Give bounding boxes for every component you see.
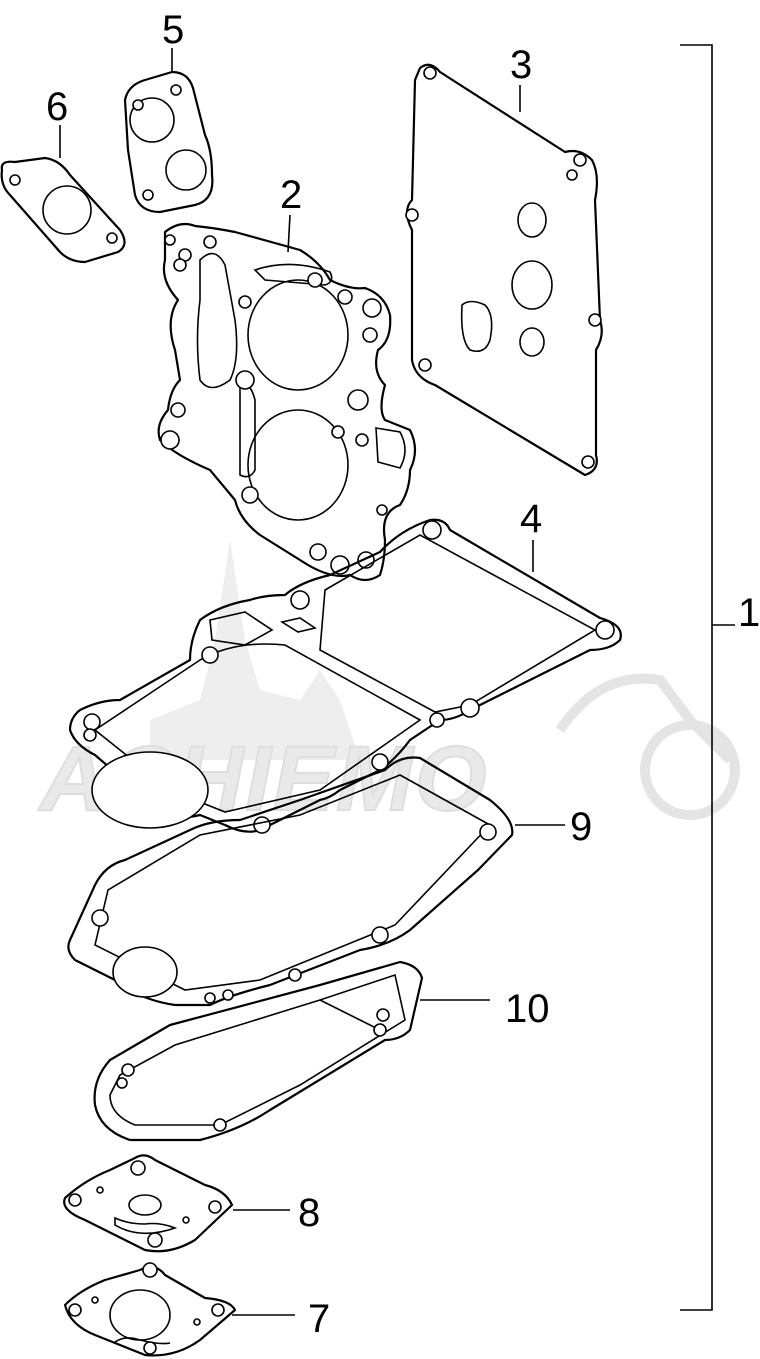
gasket-part-4 bbox=[68, 518, 622, 834]
callout-8: 8 bbox=[298, 1191, 320, 1235]
gasket-part-10 bbox=[93, 960, 424, 1142]
callout-2: 2 bbox=[280, 173, 302, 217]
leader-1 bbox=[680, 44, 735, 1311]
gasket-part-9 bbox=[67, 756, 514, 1007]
gasket-part-8 bbox=[63, 1154, 234, 1253]
watermark-motorcycle bbox=[555, 673, 734, 764]
gasket-part-6 bbox=[0, 156, 126, 264]
leader-lines bbox=[59, 44, 735, 1316]
gasket-part-2 bbox=[157, 222, 417, 582]
callout-1: 1 bbox=[738, 591, 760, 635]
callout-3: 3 bbox=[510, 43, 532, 87]
leader-2 bbox=[287, 214, 291, 253]
callout-9: 9 bbox=[570, 805, 592, 849]
gasket-part-5 bbox=[123, 70, 214, 214]
callout-7: 7 bbox=[308, 1297, 330, 1341]
callout-10: 10 bbox=[505, 987, 550, 1031]
gasket-part-7 bbox=[63, 1262, 237, 1357]
callout-labels: 1 2 3 4 5 6 7 8 9 10 bbox=[46, 8, 760, 1341]
watermark-wheel bbox=[640, 720, 740, 820]
callout-4: 4 bbox=[520, 497, 542, 541]
gasket-part-3 bbox=[405, 63, 603, 477]
watermark-castle bbox=[150, 540, 360, 760]
callout-6: 6 bbox=[46, 85, 68, 129]
callout-5: 5 bbox=[162, 8, 184, 52]
